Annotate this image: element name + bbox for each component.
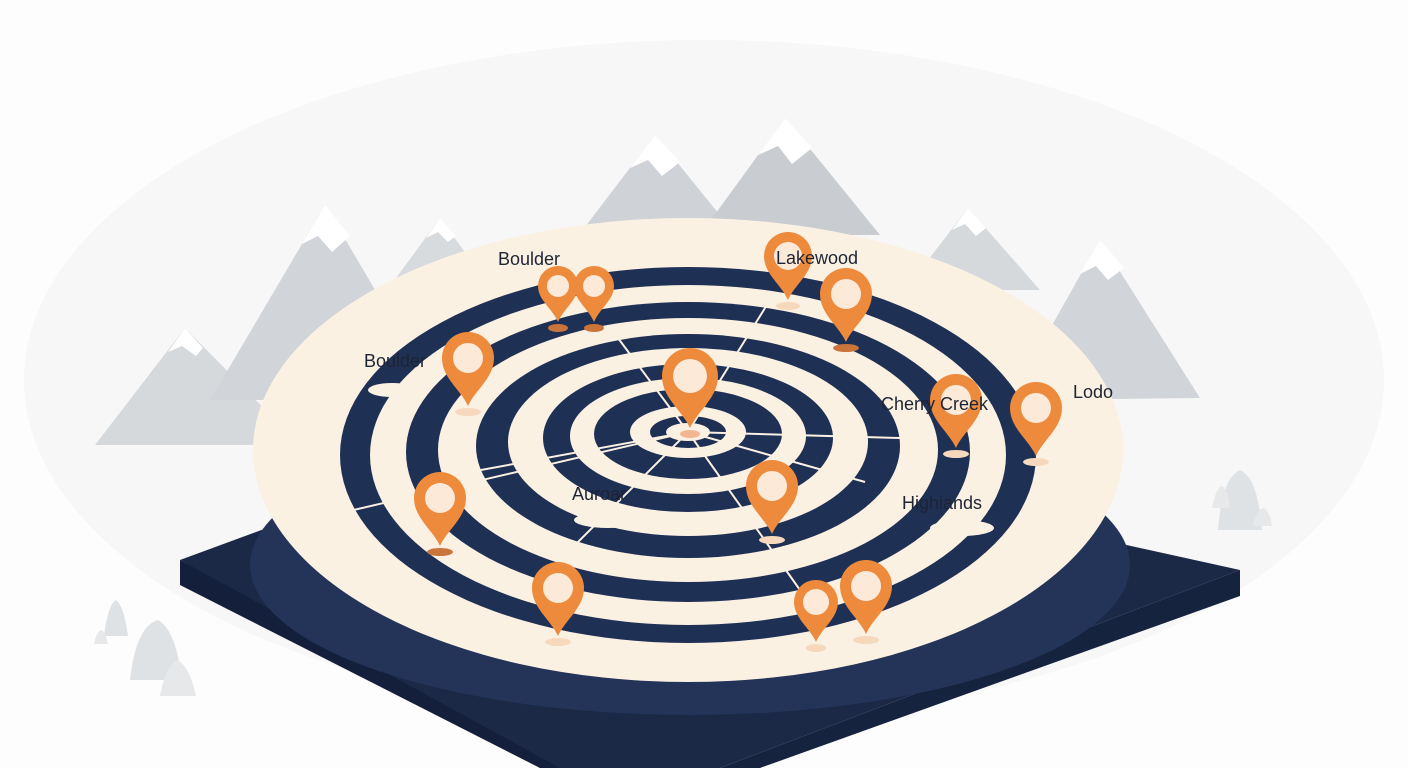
map-pin-icon[interactable] xyxy=(820,268,872,352)
label-lakewood: Lakewood xyxy=(776,248,858,268)
map-pin-icon[interactable] xyxy=(930,374,982,458)
rock-icon xyxy=(130,620,182,680)
label-aurora: Auroa̷r xyxy=(572,484,626,504)
map-pin-icon[interactable] xyxy=(794,580,838,652)
map-pin-icon[interactable] xyxy=(532,562,584,646)
rock-icon xyxy=(160,660,196,696)
rock-icon xyxy=(1252,508,1272,526)
rock-cluster-right xyxy=(1212,470,1272,530)
label-plate xyxy=(574,512,642,528)
map-pin-icon[interactable] xyxy=(414,472,466,556)
map-pin-icon[interactable] xyxy=(1010,382,1062,466)
rock-cluster-left xyxy=(94,600,196,696)
mountain-icon xyxy=(700,118,880,235)
label-lodo: Lodo xyxy=(1073,382,1113,402)
mountain-icon xyxy=(95,328,300,445)
mountain-icon xyxy=(575,135,740,240)
map-pin-icon[interactable] xyxy=(442,332,494,416)
map-pin-icon[interactable] xyxy=(746,460,798,544)
ring-dividers xyxy=(344,299,901,591)
rock-icon xyxy=(104,600,128,636)
map-pin-icon[interactable] xyxy=(662,348,718,438)
label-plate xyxy=(930,520,994,536)
label-plate xyxy=(368,383,416,397)
rock-icon xyxy=(1212,486,1230,508)
map-pin-icon[interactable] xyxy=(574,266,614,332)
map-pins xyxy=(414,232,1062,652)
label-boulder-left: Boulder xyxy=(364,351,426,371)
label-cherry-creek: Cherry Creek xyxy=(881,394,989,414)
ring-map xyxy=(253,218,1123,682)
rock-icon xyxy=(1218,470,1262,530)
map-pin-icon[interactable] xyxy=(840,560,892,644)
label-boulder-top: Boulder xyxy=(498,249,560,269)
map-pin-icon[interactable] xyxy=(538,266,578,332)
place-labels: Boulder Boulder Lakewood Cherry Creek Lo… xyxy=(364,248,1113,513)
label-highlands: Highiands xyxy=(902,493,982,513)
map-pin-icon[interactable] xyxy=(764,232,812,310)
rock-icon xyxy=(94,630,108,644)
